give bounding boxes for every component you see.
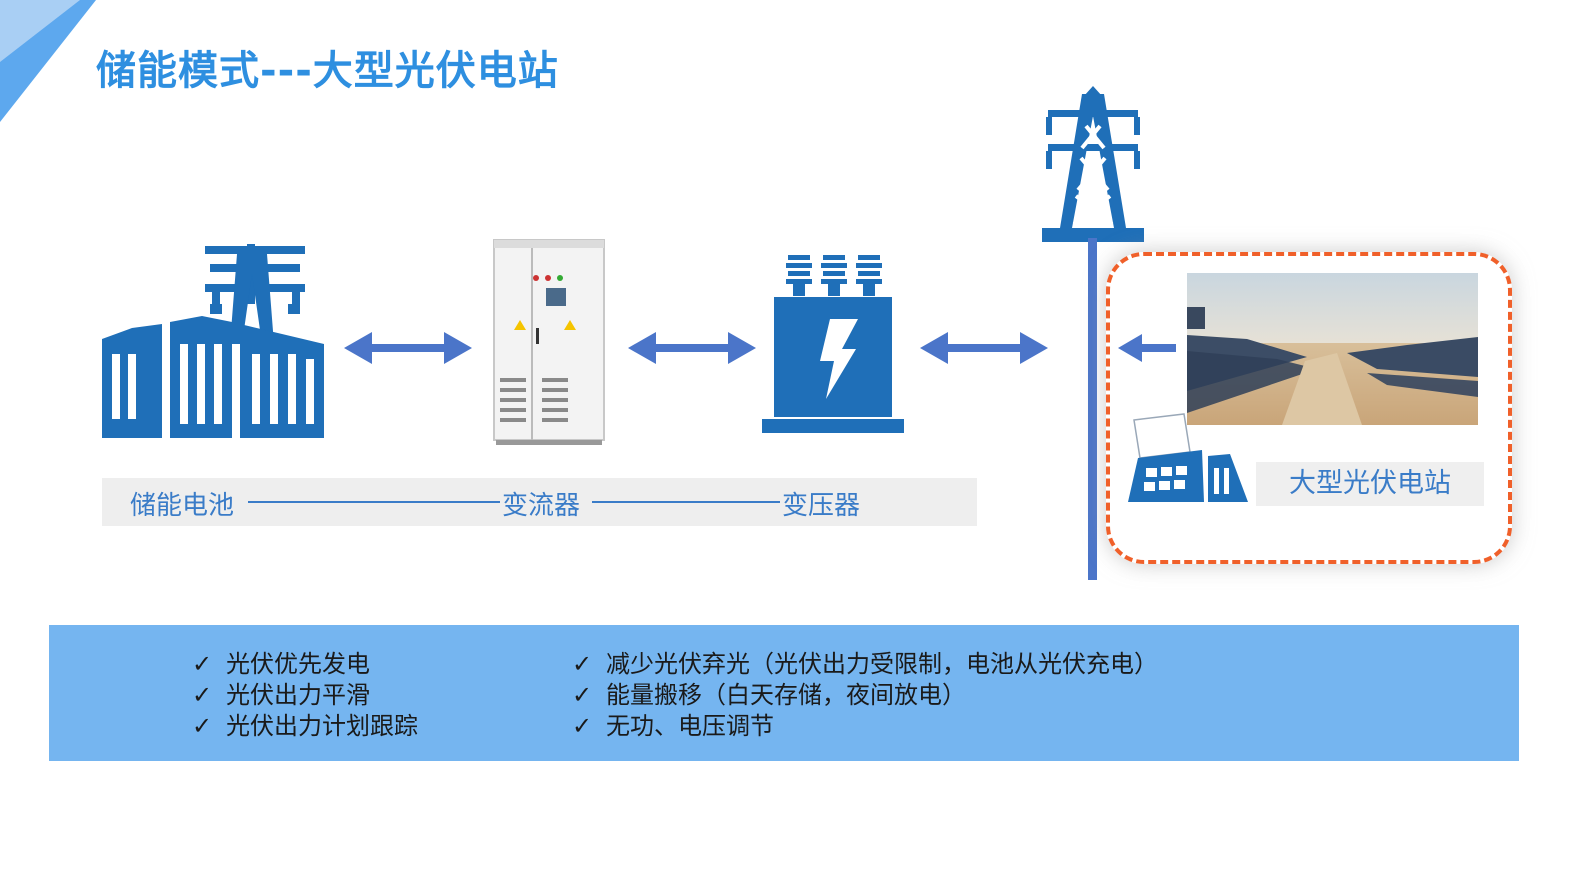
feature-list-right: ✓ 减少光伏弃光（光伏出力受限制，电池从光伏充电） ✓ 能量搬移（白天存储，夜间放电）… <box>572 649 1158 742</box>
feature-item: ✓ 能量搬移（白天存储，夜间放电） <box>572 680 1158 711</box>
caption-converter: 变流器 <box>502 491 581 521</box>
feature-list-left: ✓ 光伏优先发电 ✓ 光伏出力平滑 ✓ 光伏出力计划跟踪 <box>192 649 418 742</box>
converter-cabinet-icon <box>493 239 605 445</box>
caption-connector-line <box>592 501 780 503</box>
bidirectional-arrow <box>344 332 472 364</box>
pv-station-label: 大型光伏电站 <box>1289 468 1451 499</box>
feature-text: 光伏出力计划跟踪 <box>226 712 418 740</box>
check-icon: ✓ <box>192 650 213 678</box>
feature-band <box>49 625 1519 761</box>
pv-label-background <box>1256 462 1484 506</box>
caption-transformer: 变压器 <box>782 491 861 521</box>
caption-bar <box>102 478 977 526</box>
grid-bus-line <box>1088 238 1097 580</box>
caption-connector-line <box>248 501 500 503</box>
page-title: 储能模式---大型光伏电站 <box>96 48 559 94</box>
transformer-icon <box>762 255 904 433</box>
feature-item: ✓ 光伏优先发电 <box>192 649 418 680</box>
caption-battery: 储能电池 <box>130 491 235 521</box>
pv-feed-arrow <box>1118 334 1176 362</box>
feature-text: 减少光伏弃光（光伏出力受限制，电池从光伏充电） <box>606 650 1158 678</box>
check-icon: ✓ <box>192 681 213 709</box>
feature-item: ✓ 光伏出力平滑 <box>192 680 418 711</box>
check-icon: ✓ <box>572 650 593 678</box>
bidirectional-arrow <box>920 332 1048 364</box>
feature-text: 无功、电压调节 <box>606 712 774 740</box>
feature-text: 能量搬移（白天存储，夜间放电） <box>606 681 966 709</box>
feature-item: ✓ 无功、电压调节 <box>572 711 1158 742</box>
battery-storage-icon <box>102 244 324 438</box>
solar-field-photo <box>1187 273 1478 425</box>
transmission-tower-icon <box>1042 86 1144 242</box>
feature-item: ✓ 光伏出力计划跟踪 <box>192 711 418 742</box>
solar-station-icon <box>1128 413 1248 502</box>
bidirectional-arrow <box>628 332 756 364</box>
feature-text: 光伏出力平滑 <box>226 681 370 709</box>
check-icon: ✓ <box>192 712 213 740</box>
feature-item: ✓ 减少光伏弃光（光伏出力受限制，电池从光伏充电） <box>572 649 1158 680</box>
check-icon: ✓ <box>572 681 593 709</box>
feature-text: 光伏优先发电 <box>226 650 370 678</box>
check-icon: ✓ <box>572 712 593 740</box>
corner-decoration <box>0 0 96 122</box>
